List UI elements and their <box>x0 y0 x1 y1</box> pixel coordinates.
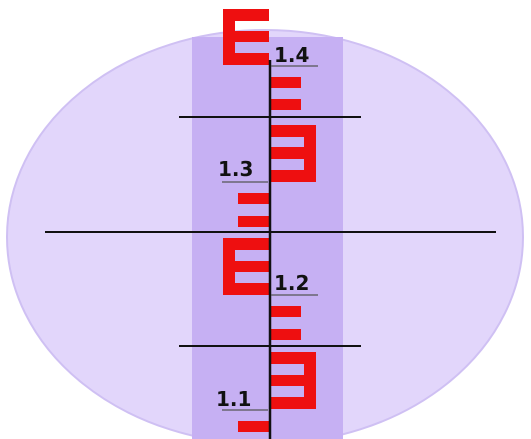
e-block-1-1 <box>271 352 316 409</box>
staff-markings <box>223 9 316 432</box>
bars-1-2-to-1-1 <box>271 306 301 340</box>
reading-label-1-3: 1.3 <box>218 157 253 181</box>
bars-1-3-to-1-2 <box>238 193 269 227</box>
reading-labels: 1.4 1.3 1.2 1.1 <box>216 43 318 411</box>
e-block-1-4 <box>223 9 269 65</box>
reticle <box>45 116 496 347</box>
bars-1-4-to-1-3 <box>271 77 301 110</box>
bar-bottom <box>238 421 269 432</box>
e-block-1-2 <box>223 238 269 295</box>
reading-label-1-1: 1.1 <box>216 387 251 411</box>
reading-label-1-4: 1.4 <box>274 43 309 67</box>
reading-label-1-2: 1.2 <box>274 271 309 295</box>
e-block-1-3 <box>271 125 316 182</box>
